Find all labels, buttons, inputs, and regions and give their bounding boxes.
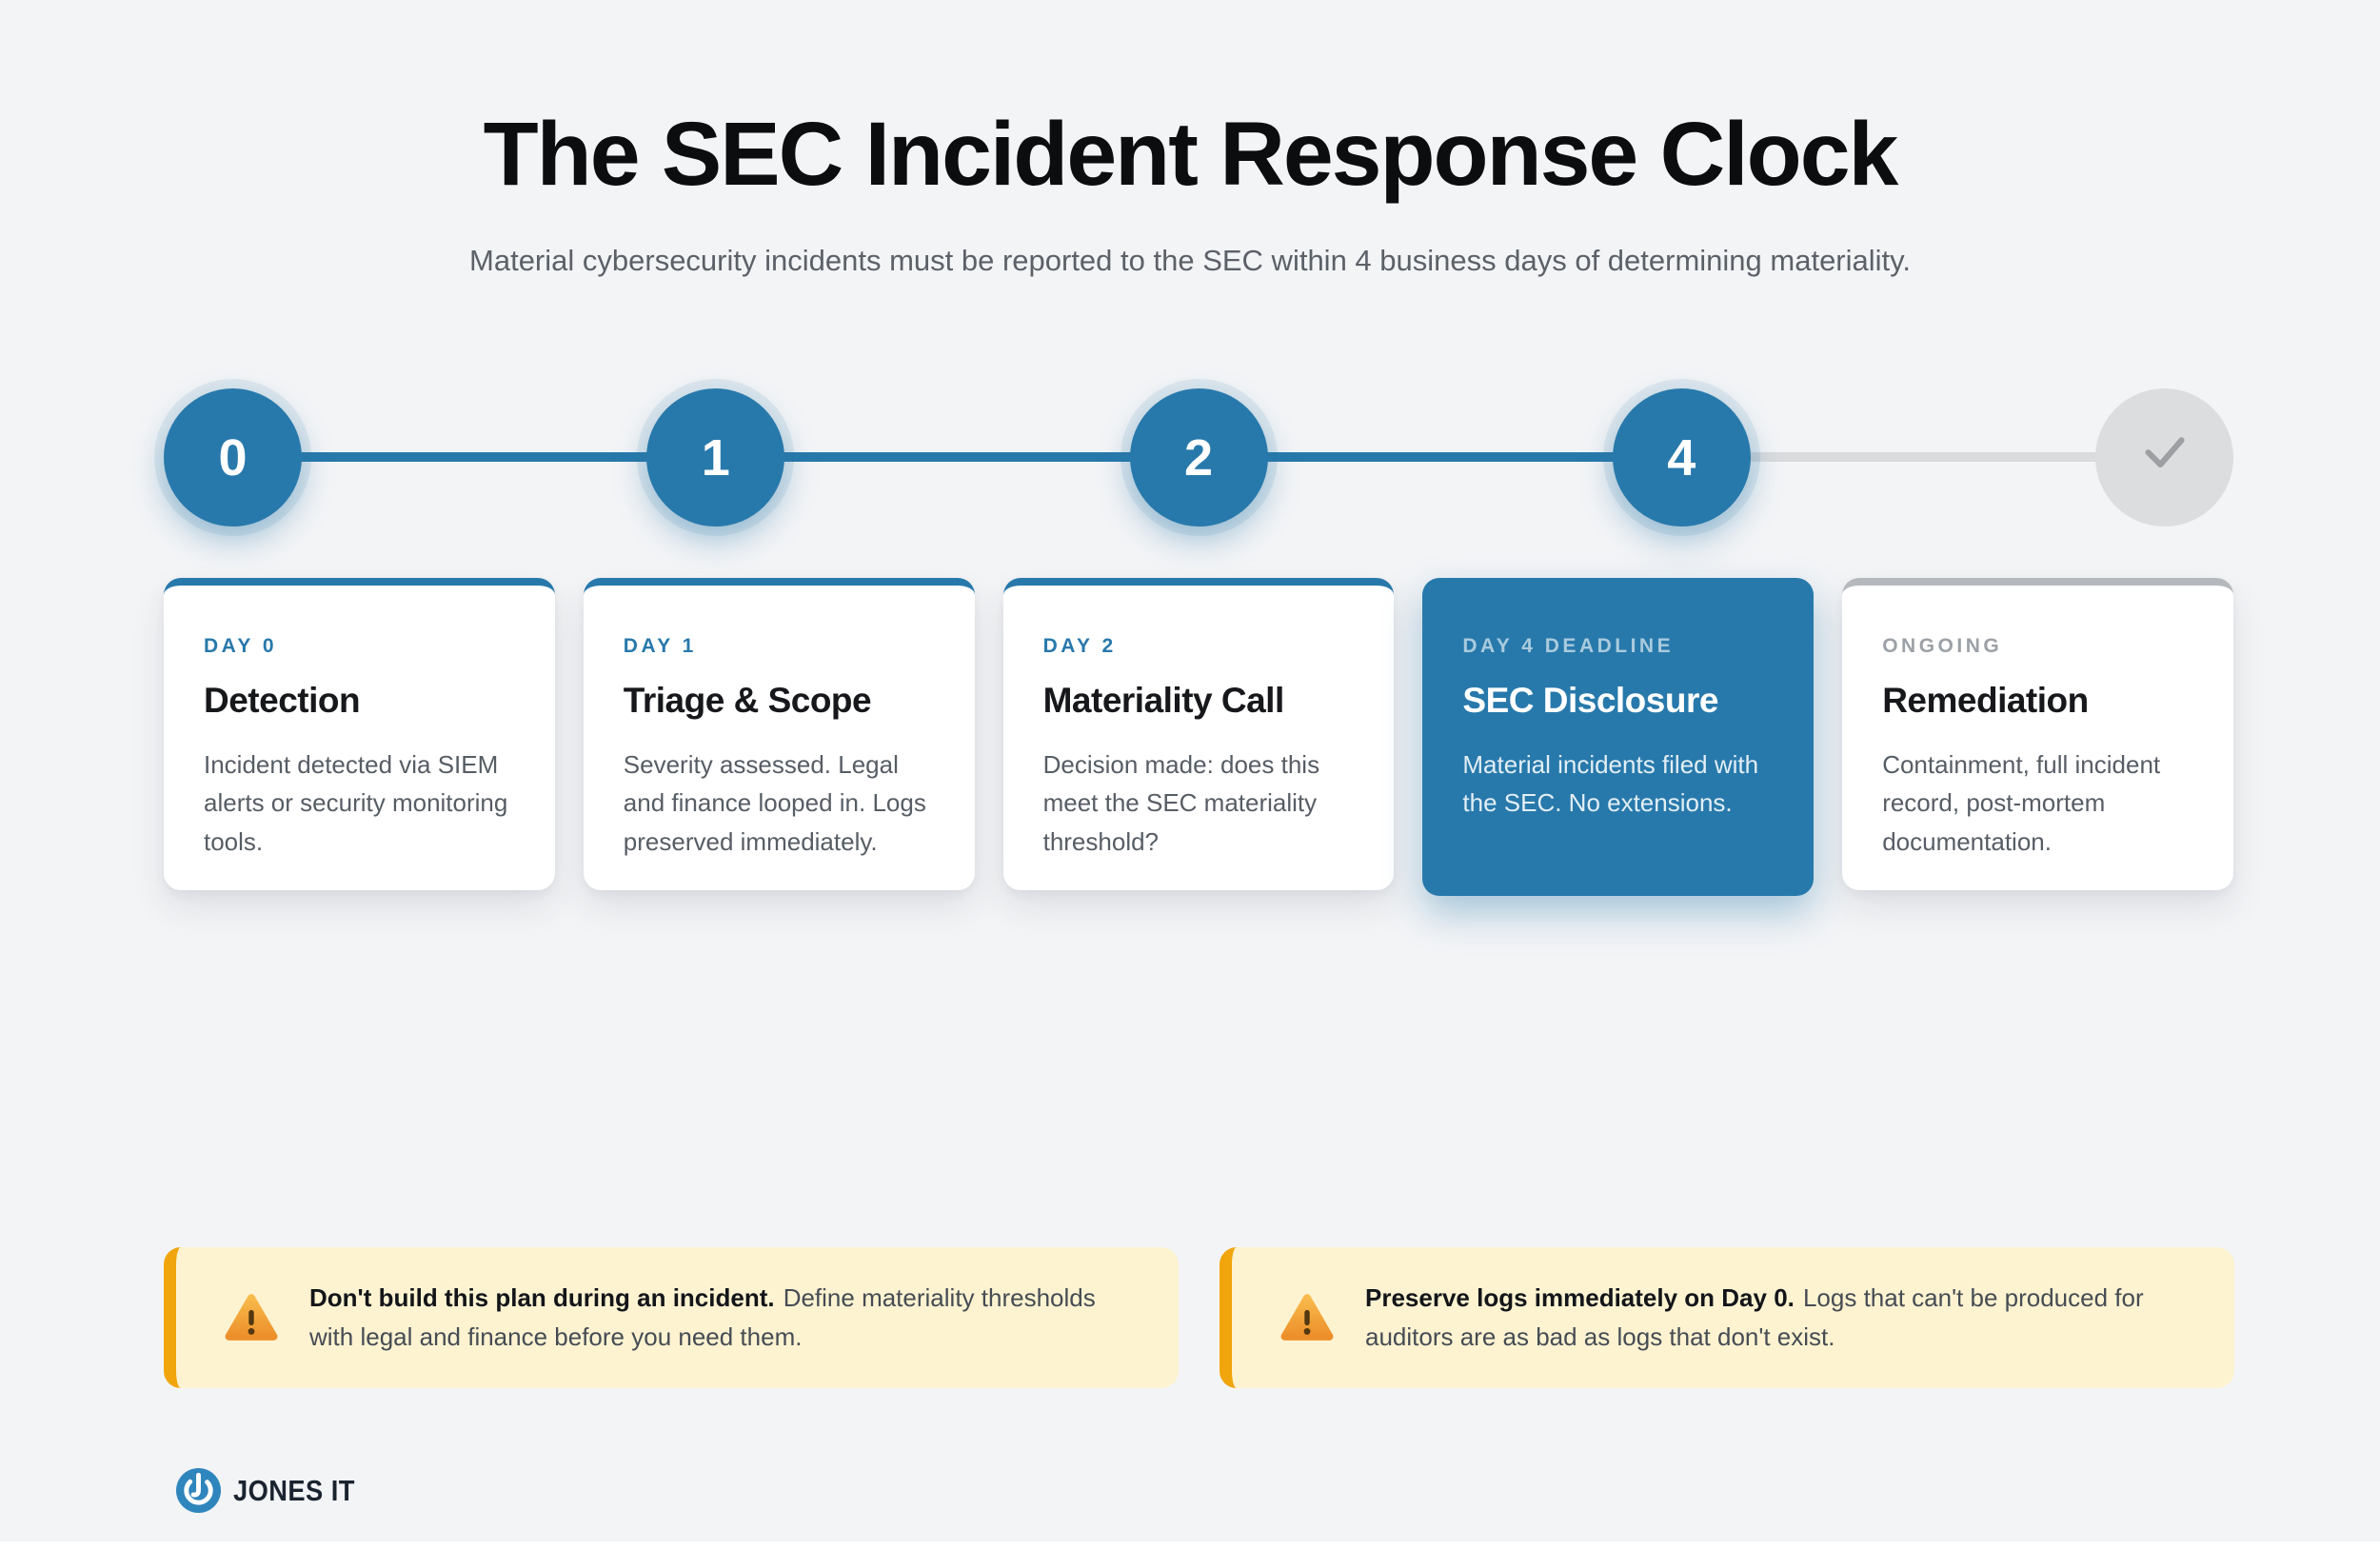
callout-plan-ahead: Don't build this plan during an incident… xyxy=(164,1247,1179,1388)
card-detection: DAY 0 Detection Incident detected via SI… xyxy=(164,578,555,890)
card-sec-disclosure: DAY 4 DEADLINE SEC Disclosure Material i… xyxy=(1422,578,1815,896)
timeline-node-label: 1 xyxy=(701,428,730,487)
card-label: DAY 4 DEADLINE xyxy=(1462,635,1675,657)
card-label: DAY 2 xyxy=(1042,635,1117,657)
card-body: Decision made: does this meet the SEC ma… xyxy=(1042,750,1320,856)
brand-name: JONES IT xyxy=(233,1473,355,1507)
card-label: DAY 1 xyxy=(623,635,697,657)
page-title: The SEC Incident Response Clock xyxy=(483,104,1899,205)
page-bottom-strip xyxy=(0,1541,2380,1550)
timeline-node-label: 2 xyxy=(1183,428,1214,487)
timeline: 0 1 2 4 xyxy=(164,388,2233,527)
callout-lead: Don't build this plan during an incident… xyxy=(309,1282,775,1312)
card-title: Triage & Scope xyxy=(623,681,872,720)
power-button-icon xyxy=(176,1468,221,1513)
timeline-node-day-4: 4 xyxy=(1612,388,1751,527)
callout-text: Preserve logs immediately on Day 0.Logs … xyxy=(1365,1279,2168,1357)
card-body: Containment, full incident record, post-… xyxy=(1882,750,2161,856)
card-body: Material incidents filed with the SEC. N… xyxy=(1462,750,1759,818)
timeline-connector-pending xyxy=(1681,452,2165,462)
card-body: Severity assessed. Legal and finance loo… xyxy=(623,750,926,856)
jones-it-logo: JONES IT xyxy=(176,1468,371,1513)
timeline-node-ongoing xyxy=(2095,388,2233,527)
card-title: Detection xyxy=(204,681,361,720)
timeline-node-label: 4 xyxy=(1667,428,1696,487)
timeline-node-day-2: 2 xyxy=(1129,388,1268,527)
callout-text: Don't build this plan during an incident… xyxy=(309,1279,1112,1357)
timeline-connector-active xyxy=(232,452,1681,462)
card-triage-scope: DAY 1 Triage & Scope Severity assessed. … xyxy=(583,578,975,890)
card-label: ONGOING xyxy=(1882,635,2003,657)
timeline-node-day-1: 1 xyxy=(646,388,785,527)
card-title: Remediation xyxy=(1882,681,2089,720)
timeline-node-label: 0 xyxy=(218,428,248,487)
card-title: Materiality Call xyxy=(1042,681,1285,720)
callout-lead: Preserve logs immediately on Day 0. xyxy=(1365,1282,1795,1312)
check-icon xyxy=(2138,425,2192,490)
callout-preserve-logs: Preserve logs immediately on Day 0.Logs … xyxy=(1220,1247,2234,1388)
warning-icon xyxy=(1279,1292,1335,1343)
phase-cards: DAY 0 Detection Incident detected via SI… xyxy=(164,578,2233,896)
card-title: SEC Disclosure xyxy=(1462,681,1718,720)
page-subtitle: Material cybersecurity incidents must be… xyxy=(469,244,1911,277)
warning-icon xyxy=(224,1292,279,1343)
timeline-node-day-0: 0 xyxy=(164,388,302,527)
callout-body: Define materiality thresholds with legal… xyxy=(309,1282,1096,1351)
card-materiality-call: DAY 2 Materiality Call Decision made: do… xyxy=(1002,578,1395,890)
card-remediation: ONGOING Remediation Containment, full in… xyxy=(1842,578,2233,890)
card-body: Incident detected via SIEM alerts or sec… xyxy=(204,750,508,856)
card-label: DAY 0 xyxy=(204,635,278,657)
callout-body: Logs that can't be produced for auditors… xyxy=(1365,1282,2144,1351)
